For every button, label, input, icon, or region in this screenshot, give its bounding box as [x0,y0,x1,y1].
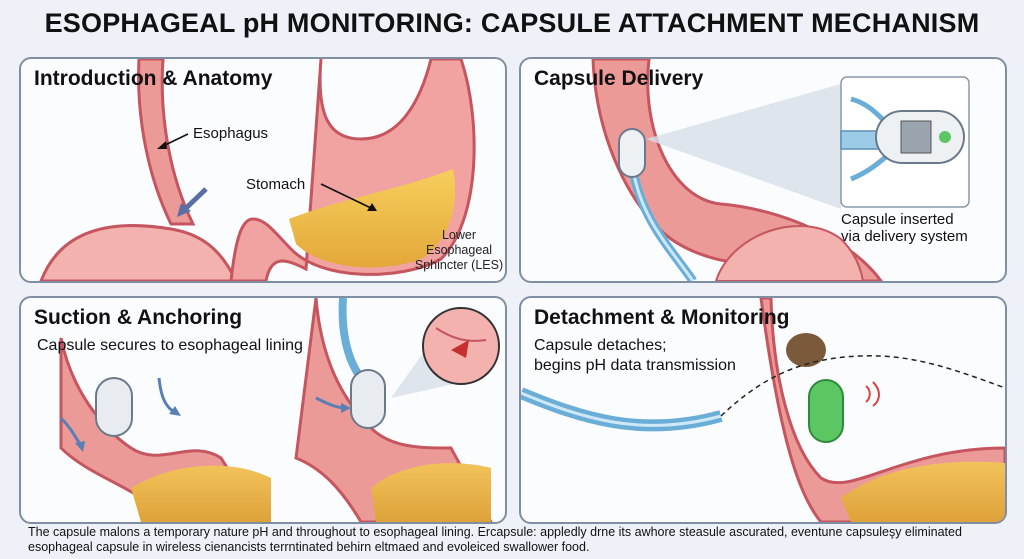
stomach-wall [714,224,865,281]
esophagus-tube [591,59,883,281]
signal-arc-2 [872,381,880,407]
food-bolus [786,333,826,367]
panel-subtitle: Capsule detaches; begins pH data transmi… [534,336,736,376]
panel-subtitle: Capsule secures to esophageal lining [37,337,303,354]
esophagus-pointer-head [157,141,167,149]
panel-title: Capsule Delivery [534,67,704,90]
panel-suction-anchoring: Suction & Anchoring Capsule secures to e… [19,296,507,524]
label-les-line1: Lower [441,228,477,242]
catheter-line [338,298,365,381]
label-esophagus: Esophagus [193,125,269,142]
stomach-pointer [320,183,374,210]
flow-arrow [181,187,208,213]
panel-subtitle-line1: Capsule detaches; [534,337,667,354]
panel-title: Detachment & Monitoring [534,306,790,329]
suction-arrow-left-1 [157,377,177,415]
anchor-pin [451,340,469,358]
panel-capsule-delivery: Capsule Delivery Capsule inserted via de… [519,57,1007,283]
stomach-fluid [841,461,1005,522]
panel-introduction-anatomy: Introduction & Anatomy Esophagus Stomach… [19,57,507,283]
delivery-caption: Capsule inserted via delivery system [841,211,968,245]
signal-arc-1 [865,385,871,403]
footer-line1: The capsule malons a temporary nature pH… [28,525,962,539]
inset-catheter [840,130,882,150]
footer-caption: The capsule malons a temporary nature pH… [28,525,1008,555]
transmission-path [720,355,1005,417]
capsule-anchored-left [95,377,133,437]
zoom-cone [646,84,841,209]
footer-line2: esophageal capsule in wireless cienancis… [28,540,590,554]
catheter-withdrawn [521,387,723,432]
anatomy-illustration [39,59,476,281]
stomach-fluid [289,169,456,268]
suction-illustration [59,298,500,522]
stomach-fluid-right [371,463,491,522]
detachment-illustration [521,298,1005,522]
capsule-anchored-right [350,369,386,429]
suction-arrow-left-2-head [75,441,85,452]
label-les: Lower Esophageal Sphincter (LES) [413,228,505,273]
suction-arrow-left-1-head [169,406,181,416]
label-les-line3: Sphincter (LES) [414,258,504,272]
catheter-withdrawn-highlight [521,391,722,427]
zoom-tissue-detail [435,327,487,342]
page-title: ESOPHAGEAL pH MONITORING: CAPSULE ATTACH… [44,8,980,38]
panel-subtitle-line2: begins pH data transmission [534,357,736,374]
capsule-on-catheter [618,128,646,178]
duodenum-shape [39,224,238,281]
delivery-caption-line2: via delivery system [841,228,968,245]
label-les-line2: Esophageal [425,243,493,257]
stomach-pointer-head [367,203,377,211]
delivery-caption-line1: Capsule inserted [841,211,954,228]
panel-title: Suction & Anchoring [34,306,243,329]
stomach-fluid-left [131,465,271,522]
panel-detachment-monitoring: Detachment & Monitoring Capsule detaches… [519,296,1007,524]
label-stomach: Stomach [246,176,306,193]
delivery-illustration [591,59,970,281]
inset-green-light [939,131,951,143]
inset-circuit [900,120,932,154]
panel-title: Introduction & Anatomy [34,67,273,90]
suction-arrow-right-head [341,403,351,413]
capsule-detached [808,379,844,443]
flow-arrow-head [177,203,191,217]
catheter-line-highlight [631,168,695,281]
